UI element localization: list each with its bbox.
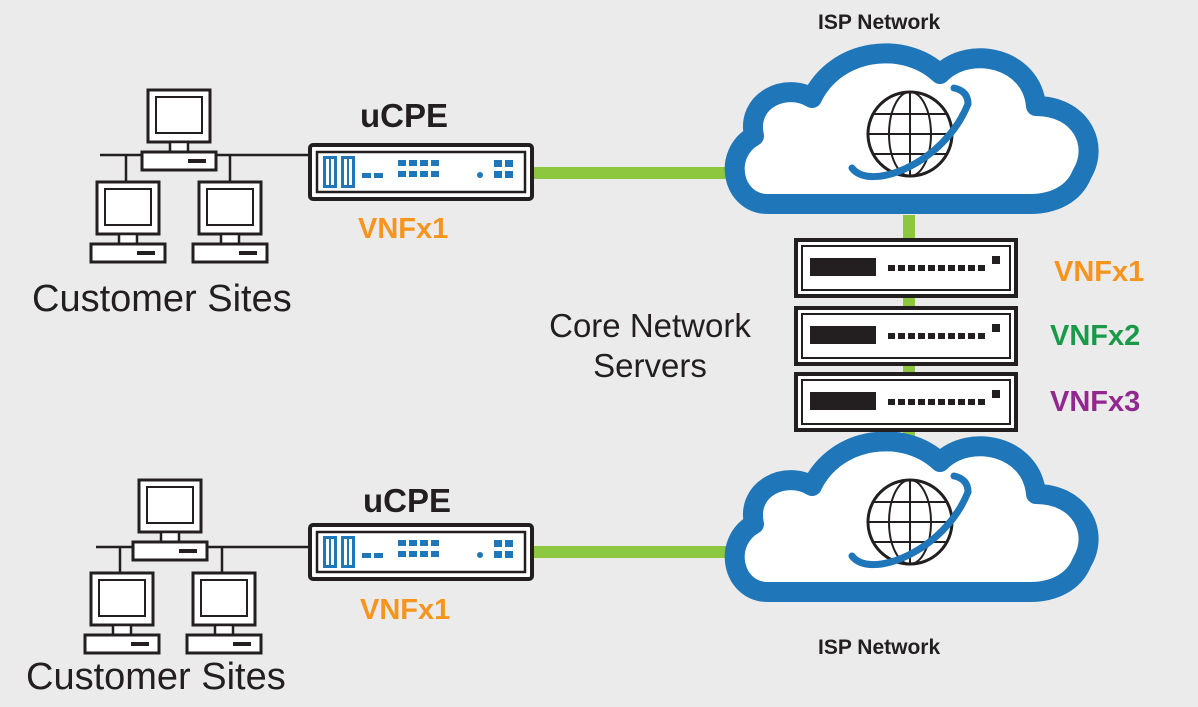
core-network-servers-label: Core Network Servers [512,306,788,386]
cloud-icon [735,53,1089,204]
core-label-line1: Core Network [549,307,751,344]
ucpe-device-icon [308,523,534,581]
ucpe-vnf-label-bottom: VNFx1 [360,594,451,626]
core-vnf-label-2: VNFx2 [1050,320,1141,352]
core-vnf-label-3: VNFx3 [1050,386,1141,418]
core-label-line2: Servers [593,347,707,384]
cloud-icon [735,441,1089,592]
customer-sites-label-bottom: Customer Sites [26,656,286,698]
computer-icon [140,88,218,172]
computer-icon [191,180,269,264]
ucpe-device-icon [308,143,534,201]
core-vnf-label-1: VNFx1 [1054,256,1145,288]
isp-network-label-top: ISP Network [818,11,941,34]
isp-network-label-bottom: ISP Network [818,636,941,659]
ucpe-label-bottom: uCPE [363,482,452,519]
computer-icon [185,571,263,655]
rack-server-icon [794,238,1018,298]
rack-server-icon [794,306,1018,366]
top-link [530,167,745,179]
rack-server-icon [794,372,1018,432]
customer-sites-label-top: Customer Sites [32,278,292,320]
computer-icon [83,571,161,655]
computer-icon [89,180,167,264]
computer-icon [131,478,209,562]
ucpe-vnf-label-top: VNFx1 [358,213,449,245]
bottom-link [530,546,745,558]
ucpe-label-top: uCPE [360,97,449,134]
